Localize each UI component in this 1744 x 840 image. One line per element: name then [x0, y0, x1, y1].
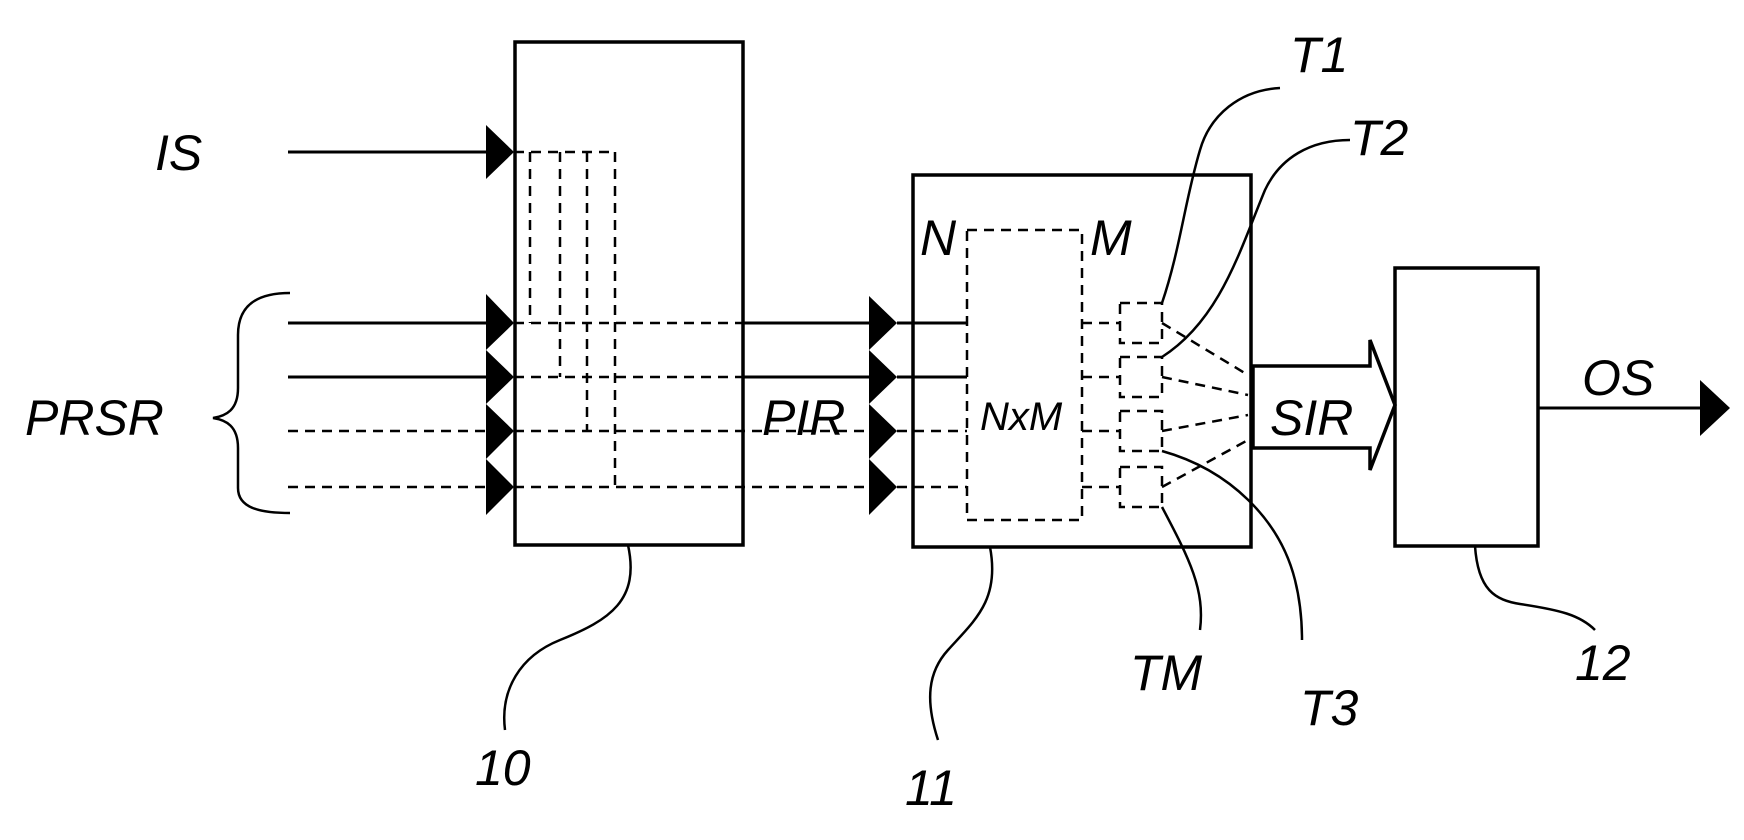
prsr-brace: [213, 293, 290, 513]
block-12: [1395, 268, 1538, 546]
is-input-arrow: [486, 125, 514, 179]
t1-box: [1120, 303, 1162, 343]
label-os: OS: [1582, 350, 1654, 406]
ref10-leader: [504, 545, 630, 730]
os-output-arrow: [1700, 380, 1730, 436]
label-pir: PIR: [762, 390, 845, 446]
block11-input-arrow-4: [869, 459, 897, 515]
block-10: [515, 42, 743, 545]
tm-leader: [1162, 507, 1201, 630]
label-ref10: 10: [475, 740, 531, 796]
block11-input-arrow-1: [869, 296, 897, 350]
tm-converge: [1162, 440, 1248, 487]
prsr-input-arrow-3: [486, 404, 514, 459]
label-nxm: NxM: [980, 395, 1063, 439]
t2-leader: [1162, 140, 1350, 357]
label-t2: T2: [1350, 110, 1409, 166]
label-m: M: [1090, 210, 1132, 266]
label-is: IS: [155, 125, 202, 181]
t3-box: [1120, 411, 1162, 451]
t3-converge: [1162, 415, 1248, 431]
prsr-input-arrow-2: [486, 350, 514, 404]
t2-converge: [1162, 377, 1248, 395]
block11-input-arrow-3: [869, 404, 897, 459]
t2-box: [1120, 357, 1162, 397]
nxm-matrix-box: [967, 230, 1082, 520]
block11-input-arrow-2: [869, 350, 897, 404]
label-t3: T3: [1300, 680, 1359, 736]
prsr-input-arrow-4: [486, 459, 514, 515]
ref11-leader: [930, 547, 992, 740]
label-ref12: 12: [1575, 635, 1631, 691]
label-ref11: 11: [905, 760, 957, 816]
prsr-input-arrow-1: [486, 294, 514, 350]
label-n: N: [920, 210, 957, 266]
label-tm: TM: [1130, 645, 1203, 701]
ref12-leader: [1475, 546, 1595, 630]
tm-box: [1120, 467, 1162, 507]
label-sir: SIR: [1270, 390, 1353, 446]
label-prsr: PRSR: [25, 390, 164, 446]
label-t1: T1: [1290, 27, 1348, 83]
